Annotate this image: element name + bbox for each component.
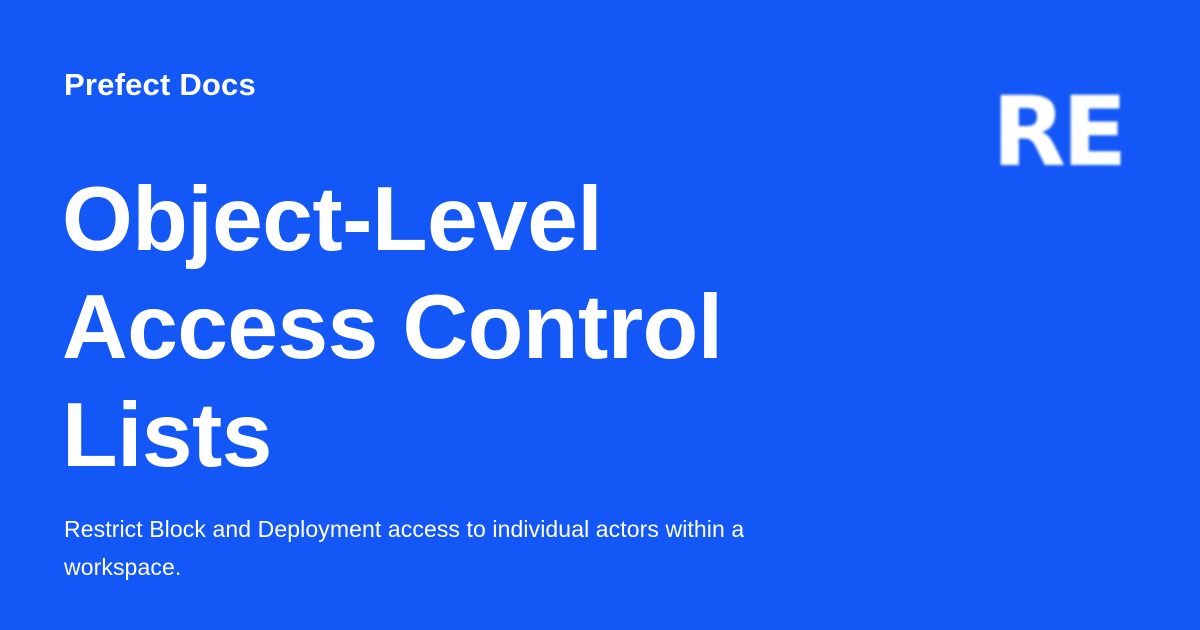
site-name: Prefect Docs	[64, 67, 256, 102]
page-title-line-2: Access Control	[62, 277, 723, 378]
page-title-line-3: Lists	[62, 385, 272, 486]
logo-mark: RE	[992, 90, 1128, 186]
page-title: Object-Level Access Control Lists	[62, 166, 822, 490]
page-title-line-1: Object-Level	[62, 169, 603, 270]
prefect-logo-icon: RE	[992, 90, 1136, 186]
page-description: Restrict Block and Deployment access to …	[64, 516, 745, 580]
